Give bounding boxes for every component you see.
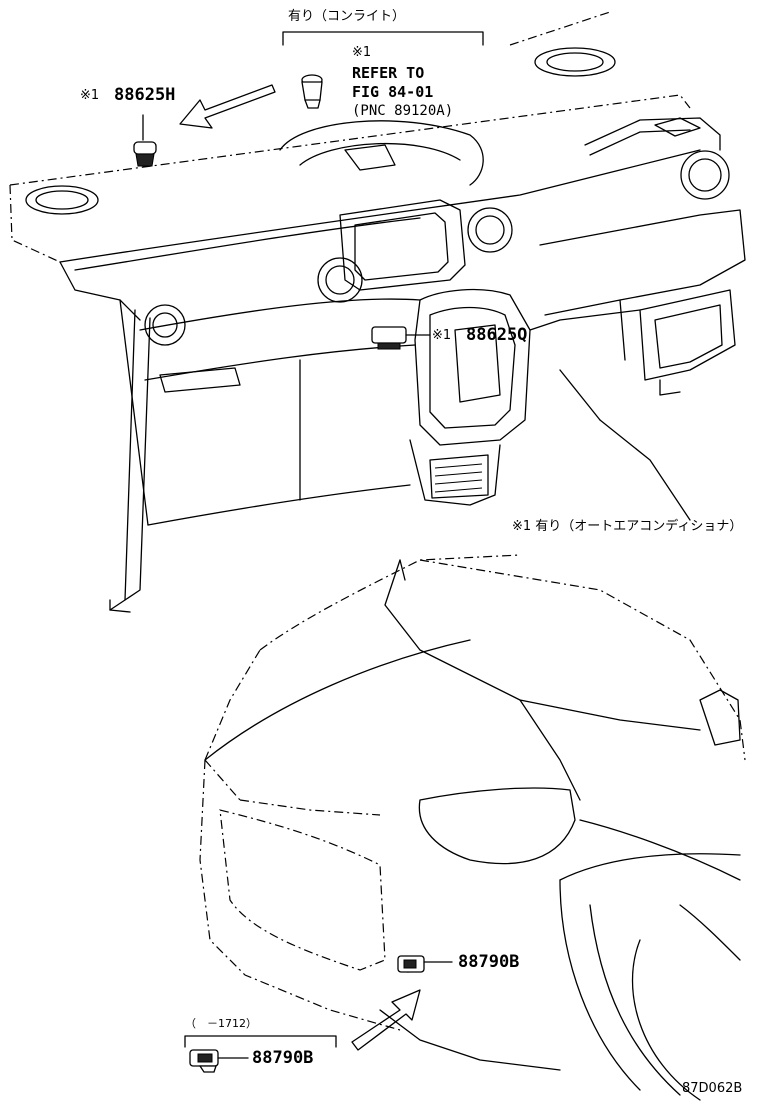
part-number-88625h: 88625H xyxy=(114,85,176,105)
instrument-panel-drawing xyxy=(9,11,746,613)
part-number-88625q: 88625Q xyxy=(466,325,528,345)
sensor-88790b-front xyxy=(397,955,453,973)
bottom-bracket-label: （ －1712） xyxy=(185,1017,257,1030)
part-number-88790b-front: 88790B xyxy=(458,952,520,972)
bottom-bracket-line xyxy=(184,1035,337,1048)
sensor-88790b-lower xyxy=(189,1049,249,1073)
part-88625q-note-mark: ※1 xyxy=(432,328,452,343)
light-sensor-part xyxy=(301,74,323,109)
refer-to-line: REFER TO xyxy=(352,64,425,82)
refer-fig-line: FIG 84-01 xyxy=(352,83,434,101)
arrow-to-88625h xyxy=(179,84,276,129)
arrow-to-88790b xyxy=(351,989,421,1051)
figure-id: 87D062B xyxy=(682,1081,743,1096)
sensor-88625h xyxy=(133,114,157,167)
part-number-88790b-lower: 88790B xyxy=(252,1048,314,1068)
vehicle-front-drawing xyxy=(199,554,746,1101)
refer-note-mark: ※1 xyxy=(352,45,372,60)
part-88625h-note-mark: ※1 xyxy=(80,88,100,103)
sensor-88625q xyxy=(371,326,431,350)
top-bracket-line xyxy=(282,31,484,46)
refer-pnc-line: (PNC 89120A) xyxy=(352,103,454,119)
top-bracket-label: 有り（コンライト） xyxy=(288,9,406,24)
footnote-auto-air-conditioner: ※1 有り（オートエアコンディショナ） xyxy=(512,519,743,534)
